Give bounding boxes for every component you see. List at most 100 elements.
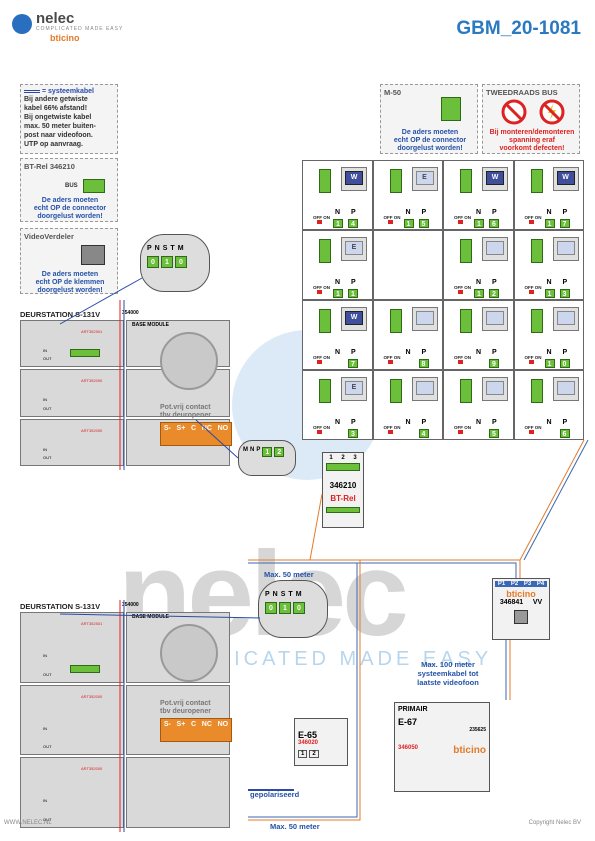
article-code: ART352000 [81, 693, 103, 699]
terminal-block-icon [81, 245, 105, 265]
bus-label: BUS [65, 183, 78, 189]
text-line: Bij monteren/demonteren [489, 129, 575, 136]
n-label: N [476, 349, 482, 356]
article-code: ART352000 [81, 427, 103, 433]
n-label: N [546, 349, 552, 356]
text-line: UTP op aanvraag. [24, 141, 84, 148]
monitor-screen: E [345, 241, 363, 255]
switch-label: OFF ON [454, 425, 471, 430]
text-line: Max. 100 meter [421, 660, 475, 669]
dip-label: T [288, 591, 293, 598]
dip-value: 1 [161, 256, 173, 268]
dip-label: P [265, 591, 270, 598]
monitor-unit: E [411, 167, 438, 191]
monitor-screen [486, 381, 504, 395]
dip-label: M [295, 591, 302, 598]
door-panel [126, 757, 230, 828]
module-label: BASE MODULE [132, 322, 169, 328]
legend-row: = systeemkabel [24, 88, 114, 95]
caption-polarized: gepolariseerd [250, 790, 300, 799]
monitor-screen [415, 311, 434, 325]
switch-label: OFF ON [454, 355, 471, 360]
p-label: P [351, 349, 356, 356]
switch-label: OFF ON [524, 215, 542, 220]
off-on-switch [528, 220, 534, 224]
monitor-screen [556, 311, 575, 325]
p-label: P [492, 419, 497, 426]
note-title: BT-Rel 346210 [24, 162, 75, 171]
text-line: post naar videofoon. [24, 132, 93, 139]
copyright: Copyright Nelec BV [528, 820, 581, 826]
text-line: De aders moeten [401, 129, 459, 136]
monitor-connector [460, 239, 472, 263]
p-label: P [562, 209, 568, 216]
monitor-unit [482, 307, 508, 331]
module-name: E-65 [298, 730, 318, 740]
monitor-unit [552, 237, 579, 261]
off-on-switch [387, 430, 393, 434]
port-label: P4 [536, 581, 545, 587]
monitor-unit [482, 237, 508, 261]
module-label: BASE MODULE [132, 614, 169, 620]
p-address: 3 [559, 289, 570, 298]
caption-max50-top: Max. 50 meter [264, 570, 314, 579]
monitor-screen [486, 241, 504, 255]
dip-label: N [272, 591, 278, 598]
monitor-connector [530, 379, 543, 403]
switch-label: OFF ON [383, 215, 401, 220]
off-on-switch [387, 220, 393, 224]
model-code: 235625 [469, 727, 486, 733]
switch-label: OFF ON [454, 215, 471, 220]
monitor-screen [486, 311, 504, 325]
caption-max50-bottom: Max. 50 meter [270, 822, 320, 831]
monitor-connector [530, 309, 543, 333]
dip-label: N [154, 245, 160, 252]
legend-text: = systeemkabel [42, 88, 94, 95]
switch-label: OFF ON [524, 285, 542, 290]
module-code: 346020 [298, 740, 319, 746]
connector-icon [326, 507, 360, 513]
relay-note: Pot.vrij contact [160, 700, 211, 707]
off-on-switch [528, 360, 534, 364]
terminal-label: C [191, 721, 197, 728]
switch-label: OFF ON [383, 355, 401, 360]
monitor-connector [530, 169, 543, 193]
brand-name: nelec [36, 10, 75, 27]
connector-icon [326, 463, 360, 471]
dip-value: 0 [293, 602, 305, 614]
monitor-unit: E [341, 377, 367, 401]
monitor-screen: E [345, 381, 363, 395]
p-address: 5 [489, 429, 499, 438]
p-label: P [421, 349, 427, 356]
brand-tagline: COMPLICATED MADE EASY [36, 26, 124, 32]
io-label: IN [43, 725, 47, 731]
text-line: laatste videofoon [417, 678, 479, 687]
p-address: 4 [418, 429, 429, 438]
p-address: 6 [489, 219, 499, 228]
monitor-unit: W [552, 167, 579, 191]
off-on-switch [317, 360, 322, 364]
code-row: 346841 VV [495, 599, 547, 606]
n-address: 1 [403, 219, 414, 228]
text-line: echt OP de connector [393, 137, 467, 144]
io-label: IN [43, 446, 47, 452]
connector-icon [83, 179, 105, 193]
text-line: Bij andere getwiste [24, 96, 88, 103]
n-label: N [476, 209, 482, 216]
io-label: IN [43, 652, 47, 658]
p-label: P [421, 419, 427, 426]
text-line: De aders moeten [41, 197, 99, 204]
terminal-label: 2 [309, 750, 319, 758]
